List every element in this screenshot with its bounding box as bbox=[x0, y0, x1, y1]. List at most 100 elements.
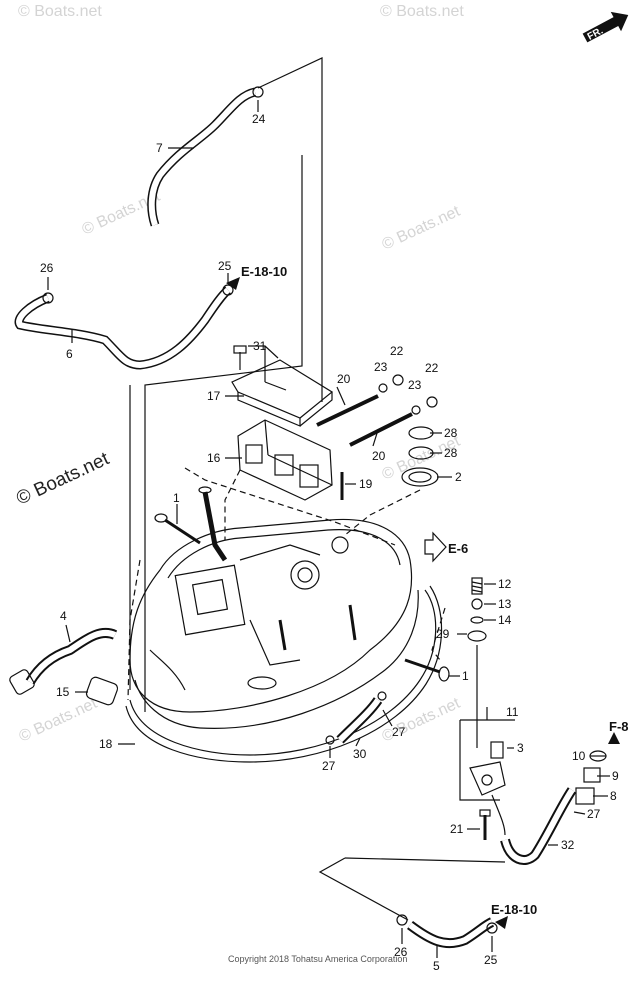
hose-clip-25 bbox=[222, 284, 234, 296]
water-pipe-4 bbox=[25, 627, 118, 685]
callout-18[interactable]: 18 bbox=[99, 737, 113, 751]
callout-23[interactable]: 23 bbox=[408, 378, 422, 392]
stud bbox=[278, 619, 287, 651]
hose-clip-27 bbox=[377, 691, 387, 701]
stud bbox=[348, 604, 357, 641]
assembly-guide-line bbox=[127, 559, 141, 701]
callout-2[interactable]: 2 bbox=[455, 470, 462, 484]
gasket-18 bbox=[129, 589, 437, 756]
callout-9[interactable]: 9 bbox=[612, 769, 619, 783]
callout-24[interactable]: 24 bbox=[252, 112, 266, 126]
gasket-18-outer bbox=[125, 585, 443, 763]
hose-routing-line bbox=[344, 857, 506, 863]
callout-1[interactable]: 1 bbox=[462, 669, 469, 683]
watermark-text: © Boats.net bbox=[380, 3, 464, 20]
hose-30-inner bbox=[337, 698, 381, 743]
callout-22[interactable]: 22 bbox=[425, 361, 439, 375]
callout-23[interactable]: 23 bbox=[374, 360, 388, 374]
drive-shaft-bore-inner bbox=[297, 567, 313, 583]
water-pipe-4-fitting bbox=[9, 669, 35, 695]
callout-27[interactable]: 27 bbox=[587, 807, 601, 821]
seal-28 bbox=[408, 426, 434, 440]
callout-1[interactable]: 1 bbox=[173, 491, 180, 505]
hose-clip-25 bbox=[486, 922, 498, 934]
reference-arrow-icon bbox=[608, 732, 620, 744]
boss bbox=[331, 536, 349, 554]
rib bbox=[249, 619, 301, 666]
callout-14[interactable]: 14 bbox=[498, 613, 512, 627]
housing-11-port bbox=[481, 774, 493, 786]
bolt-1 bbox=[164, 518, 201, 545]
stud-20 bbox=[349, 412, 413, 447]
callout-21[interactable]: 21 bbox=[450, 822, 464, 836]
callout-32[interactable]: 32 bbox=[561, 838, 575, 852]
assembly-guide-line bbox=[224, 469, 241, 540]
ref-label-e-18-10[interactable]: E-18-10 bbox=[491, 902, 537, 917]
callout-26[interactable]: 26 bbox=[40, 261, 54, 275]
oil-pan-body bbox=[129, 518, 413, 713]
grommet-15 bbox=[85, 676, 119, 706]
callout-10[interactable]: 10 bbox=[572, 749, 586, 763]
nut-22 bbox=[426, 396, 438, 408]
separator-16-edge bbox=[264, 419, 269, 456]
callout-7[interactable]: 7 bbox=[156, 141, 163, 155]
exhaust-port bbox=[174, 564, 246, 636]
separator-16-pocket bbox=[274, 454, 294, 476]
watermark-text: © Boats.net bbox=[18, 3, 102, 20]
washer-23 bbox=[411, 405, 421, 415]
callout-5[interactable]: 5 bbox=[433, 959, 440, 973]
hose-routing-line bbox=[144, 155, 303, 712]
callout-8[interactable]: 8 bbox=[610, 789, 617, 803]
callout-29[interactable]: 29 bbox=[436, 627, 450, 641]
callout-15[interactable]: 15 bbox=[56, 685, 70, 699]
cover-plate-17 bbox=[231, 359, 334, 419]
callout-19[interactable]: 19 bbox=[359, 477, 373, 491]
rib bbox=[149, 649, 186, 691]
callout-22[interactable]: 22 bbox=[390, 344, 404, 358]
callout-20[interactable]: 20 bbox=[337, 372, 351, 386]
diagram-linework bbox=[9, 57, 610, 958]
cap-3 bbox=[490, 741, 504, 759]
direction-arrow-icon bbox=[582, 11, 629, 43]
housing-11 bbox=[469, 761, 506, 796]
assembly-guide-line bbox=[184, 467, 396, 546]
callout-12[interactable]: 12 bbox=[498, 577, 512, 591]
callout-16[interactable]: 16 bbox=[207, 451, 221, 465]
washer-14 bbox=[470, 616, 484, 624]
ref-label-e-18-10[interactable]: E-18-10 bbox=[241, 264, 287, 279]
hose-5-inner bbox=[408, 919, 494, 947]
ref-label-f-8[interactable]: F-8 bbox=[609, 719, 629, 734]
callout-26[interactable]: 26 bbox=[394, 945, 408, 959]
leader-line bbox=[65, 624, 71, 643]
front-direction-indicator: FR. bbox=[582, 11, 629, 43]
callout-3[interactable]: 3 bbox=[517, 741, 524, 755]
callout-17[interactable]: 17 bbox=[207, 389, 221, 403]
callout-28[interactable]: 28 bbox=[444, 446, 458, 460]
callout-27[interactable]: 27 bbox=[392, 725, 406, 739]
callout-6[interactable]: 6 bbox=[66, 347, 73, 361]
assembly-bracket-11 bbox=[459, 720, 500, 801]
watermark-text: © Boats.net bbox=[17, 695, 101, 746]
hose-32-inner bbox=[502, 788, 575, 863]
callout-4[interactable]: 4 bbox=[60, 609, 67, 623]
ref-label-e-6[interactable]: E-6 bbox=[448, 541, 468, 556]
callout-25[interactable]: 25 bbox=[218, 259, 232, 273]
leader-line bbox=[336, 386, 346, 406]
hose-6-inner bbox=[16, 287, 231, 369]
callout-25[interactable]: 25 bbox=[484, 953, 498, 967]
oil-seal-2-inner bbox=[408, 471, 432, 483]
callout-11[interactable]: 11 bbox=[506, 705, 519, 719]
watermark-text: © Boats.net bbox=[380, 203, 464, 254]
callout-27[interactable]: 27 bbox=[322, 759, 336, 773]
callout-30[interactable]: 30 bbox=[353, 747, 367, 761]
callout-31[interactable]: 31 bbox=[253, 339, 267, 353]
reference-arrows bbox=[226, 277, 620, 929]
assembly-guide-line bbox=[344, 489, 421, 536]
callout-13[interactable]: 13 bbox=[498, 597, 512, 611]
callout-28[interactable]: 28 bbox=[444, 426, 458, 440]
water-pipe-4-inner bbox=[27, 629, 117, 684]
hose-clip-27 bbox=[325, 735, 335, 745]
callout-20[interactable]: 20 bbox=[372, 449, 386, 463]
hose-7-inner bbox=[148, 89, 256, 226]
